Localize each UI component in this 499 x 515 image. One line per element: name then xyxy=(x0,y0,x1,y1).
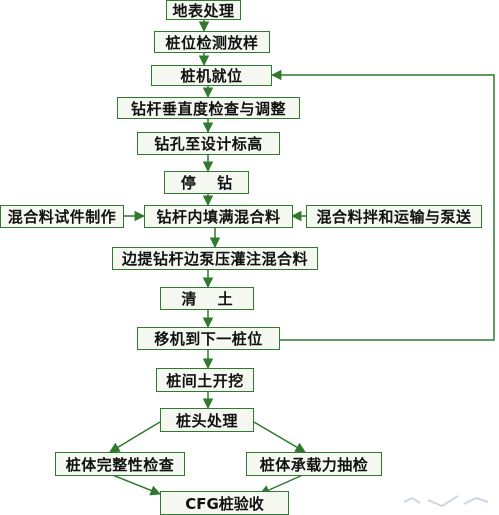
step-fill-mixture: 钻杆内填满混合料 xyxy=(144,205,293,228)
step-cfg-acceptance: CFG桩验收 xyxy=(160,491,289,515)
side-mixing-transport-pumping: 混合料拌和运输与泵送 xyxy=(306,205,482,228)
watermark-decoration xyxy=(403,495,489,508)
step-pile-head-treatment: 桩头处理 xyxy=(160,408,254,432)
step-rig-positioning: 桩机就位 xyxy=(151,65,272,86)
step-stop-drilling: 停 钻 xyxy=(164,171,249,194)
step-drill-to-elevation: 钻孔至设计标高 xyxy=(137,132,280,155)
loop-back-line xyxy=(270,69,495,341)
side-mixture-specimen: 混合料试件制作 xyxy=(0,205,124,228)
branch-left xyxy=(109,421,161,453)
step-pump-grouting: 边提钻杆边泵压灌注混合料 xyxy=(112,247,318,270)
step-verticality-check: 钻杆垂直度检查与调整 xyxy=(117,97,300,119)
check-pile-integrity: 桩体完整性检查 xyxy=(55,452,185,476)
step-clear-soil: 清 土 xyxy=(160,287,254,310)
step-pile-layout: 桩位检测放样 xyxy=(154,31,270,53)
step-soil-excavation: 桩间土开挖 xyxy=(156,368,254,392)
step-move-to-next-pile: 移机到下一桩位 xyxy=(137,327,280,350)
merge-left xyxy=(109,473,161,496)
check-bearing-capacity: 桩体承载力抽检 xyxy=(246,452,382,476)
merge-right xyxy=(259,473,306,495)
branch-right xyxy=(253,421,306,453)
step-surface-treatment: 地表处理 xyxy=(166,0,241,20)
